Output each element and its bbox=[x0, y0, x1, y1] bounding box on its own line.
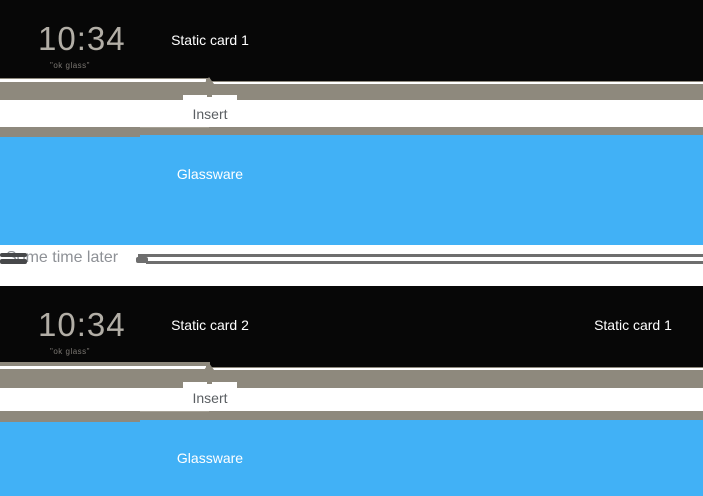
timeline-home-card-1: 10:34 "ok glass" Static card 1 bbox=[0, 0, 703, 78]
ribbon-separator-line bbox=[0, 366, 206, 369]
ok-glass-hint: "ok glass" bbox=[49, 347, 91, 356]
insert-box-tick bbox=[207, 95, 212, 97]
static-card-2-label: Static card 2 bbox=[171, 317, 249, 333]
timeline-bar-2 bbox=[0, 411, 703, 420]
timeline-continuation-line bbox=[0, 259, 27, 264]
insert-point-marker-icon bbox=[204, 363, 214, 370]
timeline-continuation-line bbox=[136, 257, 148, 263]
card-stack-step bbox=[0, 135, 140, 137]
timeline-bar-1 bbox=[0, 127, 703, 135]
clock-time: 10:34 bbox=[38, 306, 126, 343]
static-card-1-label: Static card 1 bbox=[171, 32, 249, 48]
timeline-ribbon-1 bbox=[0, 77, 703, 100]
insert-label: Insert bbox=[192, 390, 228, 406]
ribbon-separator-line bbox=[212, 81, 703, 84]
glassware-card-1: Glassware bbox=[0, 135, 703, 245]
time-gap-separator: Some time later bbox=[0, 245, 703, 286]
ribbon-card-edge bbox=[210, 78, 703, 81]
insert-box-top bbox=[183, 95, 237, 100]
clock-card: 10:34 "ok glass" bbox=[38, 306, 126, 356]
ok-glass-hint: "ok glass" bbox=[49, 61, 91, 70]
clock-card: 10:34 "ok glass" bbox=[38, 20, 126, 70]
insert-point-marker-icon bbox=[204, 77, 214, 84]
timeline-bar-highlight bbox=[140, 127, 209, 128]
timeline-bar-highlight bbox=[140, 411, 209, 412]
timeline-home-card-2: 10:34 "ok glass" Static card 2 Static ca… bbox=[0, 286, 703, 362]
glassware-label: Glassware bbox=[176, 166, 244, 182]
static-card-1-label: Static card 1 bbox=[594, 317, 672, 333]
timeline-ribbon-2 bbox=[0, 362, 703, 388]
insert-action-row-1: Insert bbox=[0, 100, 703, 127]
insert-action-row-2: Insert bbox=[0, 388, 703, 411]
clock-time: 10:34 bbox=[38, 20, 126, 57]
ribbon-separator-line bbox=[0, 79, 206, 82]
glassware-label: Glassware bbox=[176, 450, 244, 466]
timeline-continuation-line bbox=[138, 254, 703, 257]
timeline-continuation-line bbox=[146, 261, 703, 264]
glassware-card-2: Glassware bbox=[0, 420, 703, 496]
insert-box-top bbox=[183, 382, 237, 388]
card-stack-step bbox=[0, 420, 140, 422]
ribbon-separator-line bbox=[212, 367, 703, 370]
insert-box-tick bbox=[207, 382, 212, 384]
ribbon-card-edge bbox=[210, 362, 703, 367]
insert-label: Insert bbox=[192, 106, 228, 122]
some-time-later-label: Some time later bbox=[6, 249, 119, 266]
timeline-continuation-line bbox=[0, 253, 27, 257]
